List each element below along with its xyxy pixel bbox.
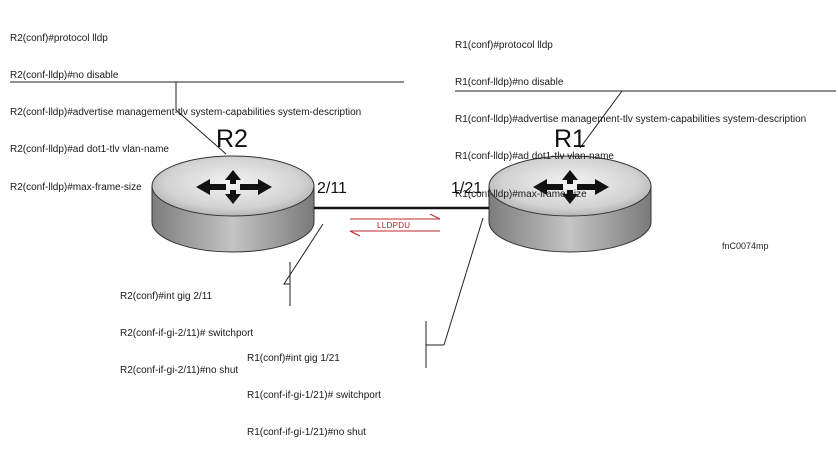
figure-id: fnC0074mp <box>722 241 769 251</box>
lldp-exchange-arrows <box>349 213 441 237</box>
lldpdu-label: LLDPDU <box>377 221 411 230</box>
config-line: R1(conf-lldp)#advertise management-tlv s… <box>455 114 807 126</box>
r1-interface-config: R1(conf)#int gig 1/21 R1(conf-if-gi-1/21… <box>247 328 381 452</box>
config-line: R2(conf)#protocol lldp <box>10 32 108 44</box>
r2-interface-config: R2(conf)#int gig 2/11 R2(conf-if-gi-2/11… <box>120 266 253 390</box>
config-line: R2(conf-lldp)#advertise management-tlv s… <box>10 107 362 119</box>
config-line: R2(conf-lldp)#max-frame-size <box>10 181 142 193</box>
r2-config-leader <box>175 82 227 155</box>
r1-config-leader <box>579 90 623 149</box>
config-line: R2(conf-lldp)#no disable <box>10 70 119 82</box>
router-r1-icon <box>488 155 652 253</box>
diagram-canvas <box>10 81 836 368</box>
config-line: R1(conf-if-gi-1/21)#no shut <box>247 427 366 439</box>
r1-interface-leader <box>443 217 484 346</box>
config-line: R1(conf-if-gi-1/21)# switchport <box>247 390 381 402</box>
config-line: R1(conf)#int gig 1/21 <box>247 352 340 364</box>
config-line: R2(conf-if-gi-2/11)#no shut <box>120 365 239 377</box>
config-line: R2(conf-if-gi-2/11)# switchport <box>120 328 254 340</box>
r2-interface-leader <box>283 223 324 285</box>
r1-lldp-config: R1(conf)#protocol lldp R1(conf-lldp)#no … <box>455 15 806 214</box>
r2-lldp-config: R2(conf)#protocol lldp R2(conf-lldp)#no … <box>10 8 361 207</box>
router-r2-label: R2 <box>216 125 248 153</box>
config-line: R2(conf-lldp)#ad dot1-tlv vlan-name <box>10 144 169 156</box>
config-line: R1(conf)#protocol lldp <box>455 39 553 51</box>
config-line: R1(conf-lldp)#max-frame-size <box>455 188 587 200</box>
config-line: R1(conf-lldp)#no disable <box>455 77 564 89</box>
config-line: R2(conf)#int gig 2/11 <box>120 290 213 302</box>
r1-port-label: 1/21 <box>451 180 483 197</box>
router-r2-icon <box>151 155 315 253</box>
router-r1-label: R1 <box>554 125 586 153</box>
config-line: R1(conf-lldp)#ad dot1-tlv vlan-name <box>455 151 614 163</box>
r2-port-label: 2/11 <box>317 180 347 197</box>
